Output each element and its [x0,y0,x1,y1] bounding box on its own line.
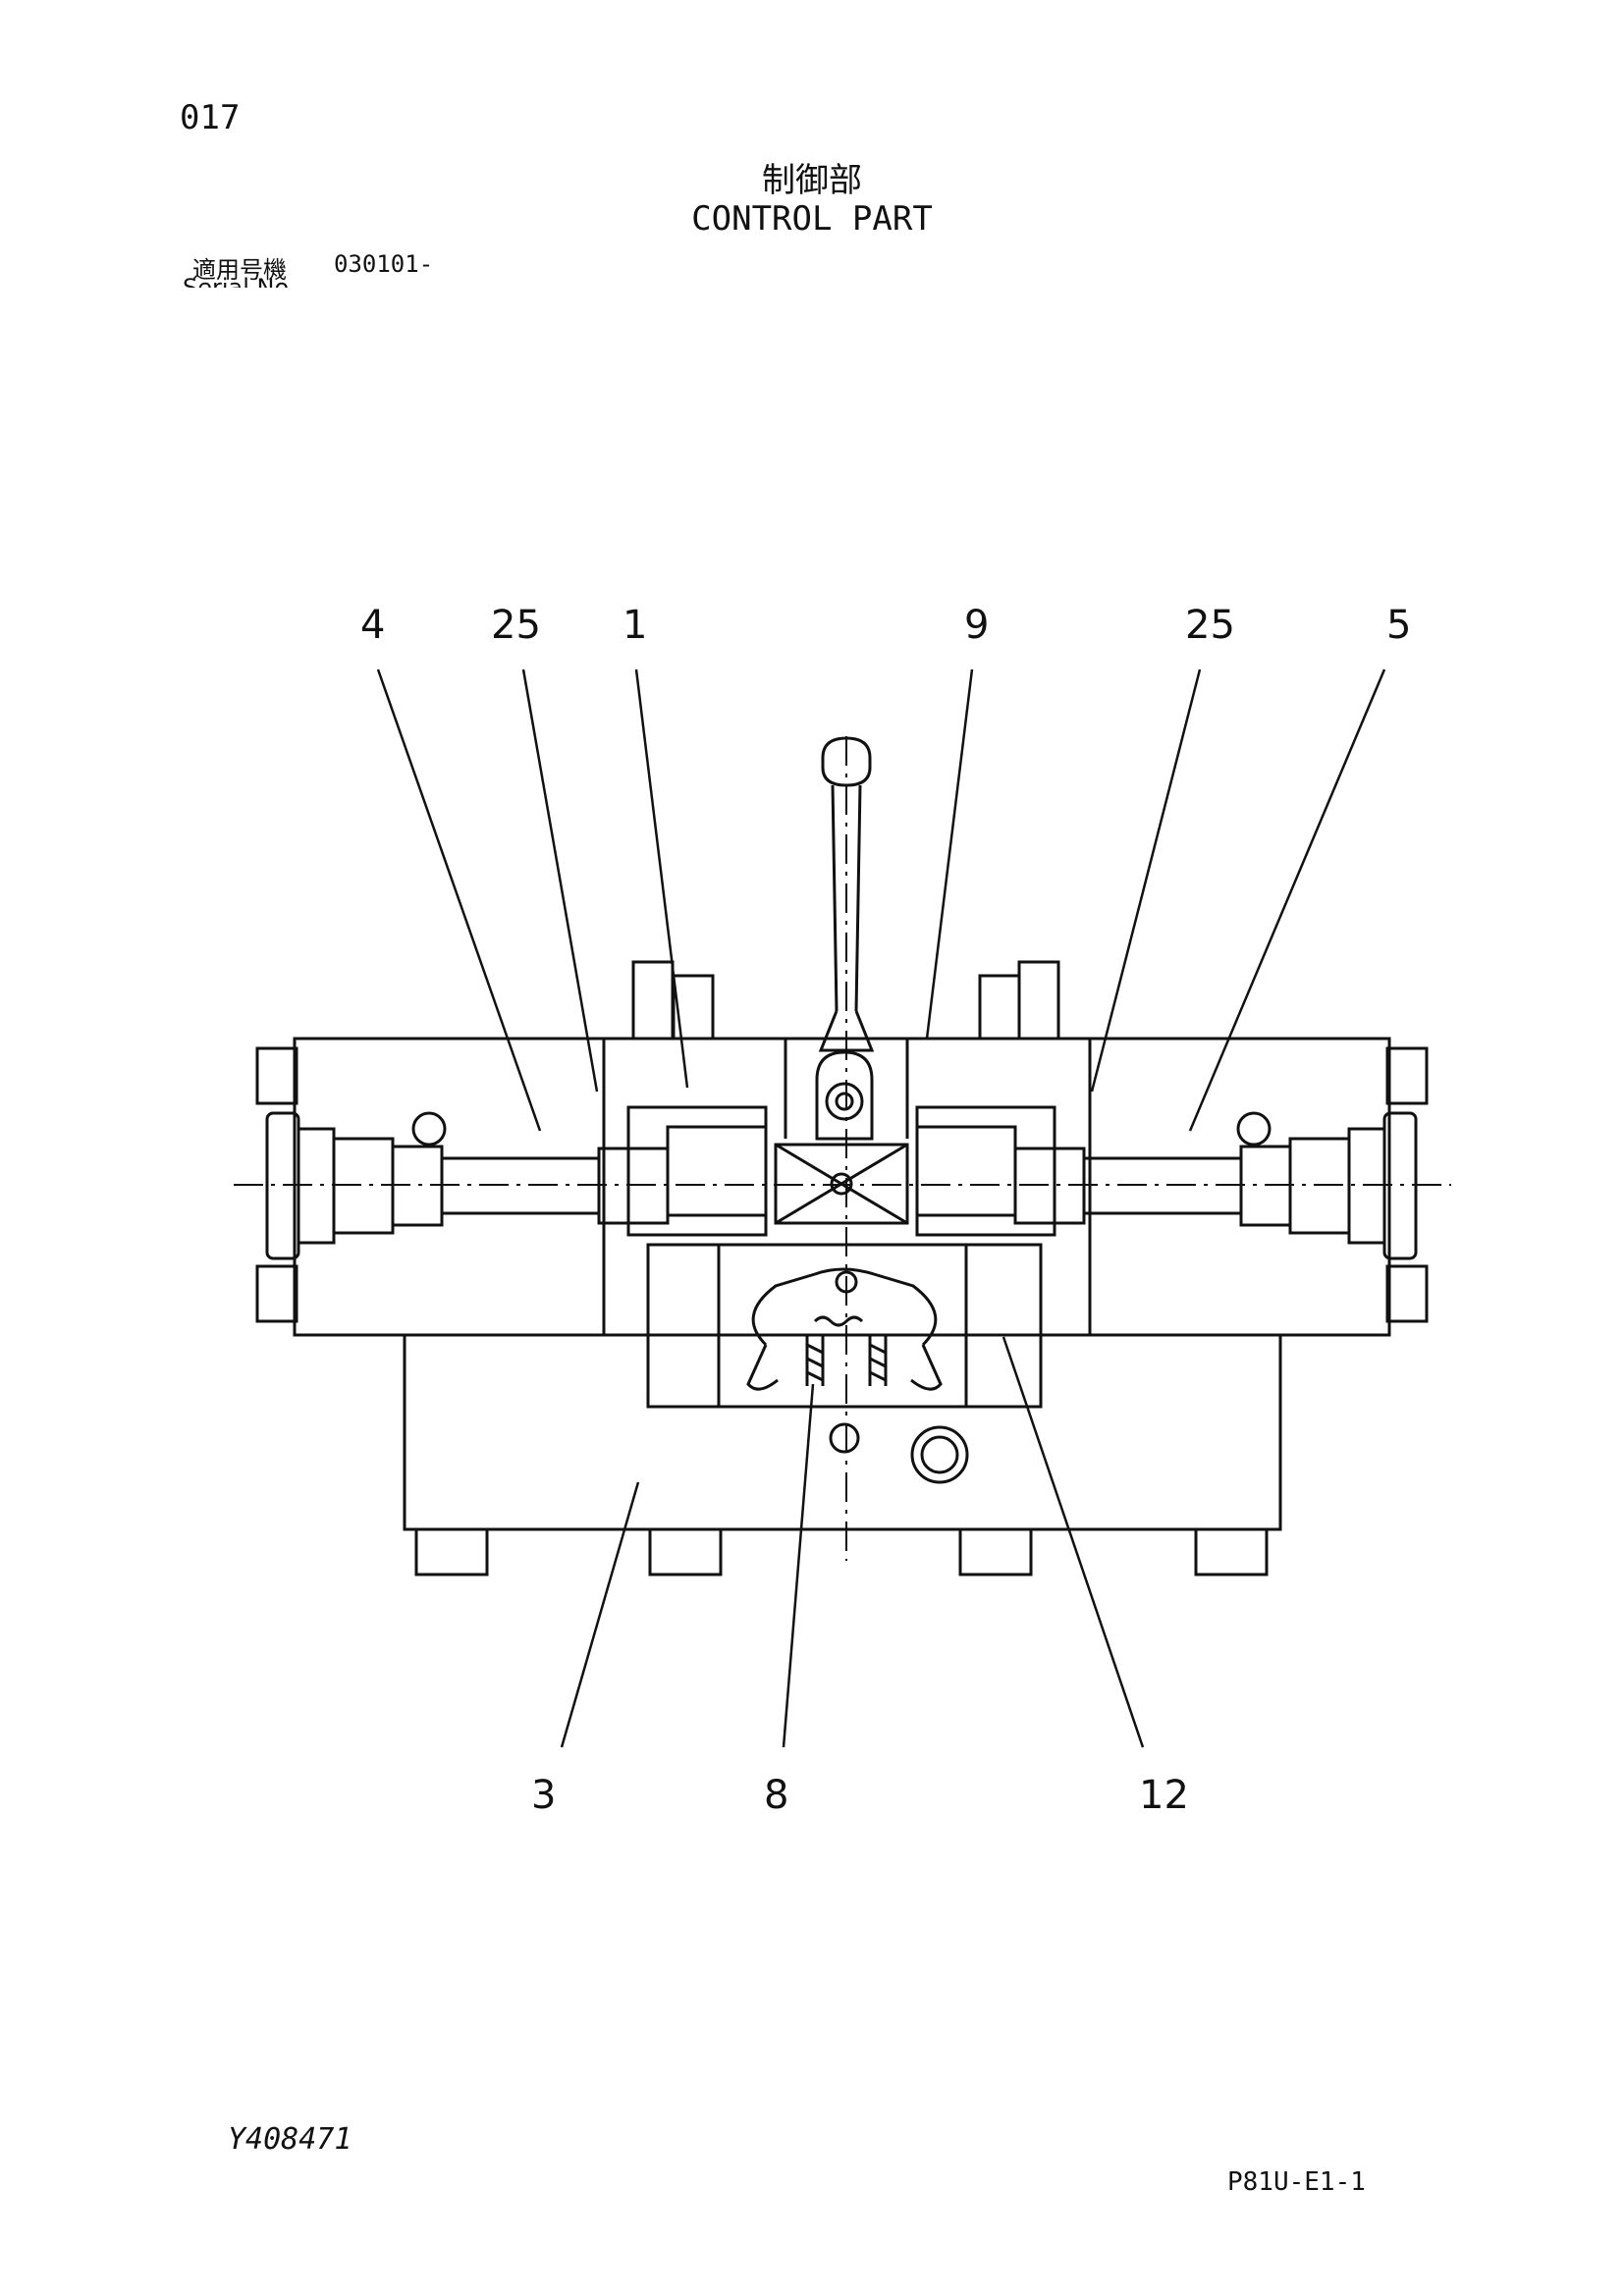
callout-label: 8 [764,1773,788,1818]
callout-label: 12 [1139,1773,1189,1818]
sheet-id: P81U-E1-1 [1227,2167,1366,2197]
spools [440,1105,1243,1237]
callout-label: 3 [531,1773,556,1818]
page-number: 017 [180,98,241,137]
serial-value: 030101- [334,250,434,278]
center-cross [774,1050,909,1225]
serial-label: 適用号機 [192,256,287,284]
callout-label: 25 [491,603,541,648]
callout-label: 1 [623,603,647,648]
end-caps [265,1111,1418,1260]
fork-and-springs [746,1267,943,1391]
callout-label: 9 [964,603,989,648]
callout-label: 25 [1185,603,1235,648]
callout-label: 5 [1386,603,1411,648]
ports [829,1422,969,1484]
side-bolts [255,1046,1429,1323]
leader-lines [376,668,1386,1748]
drawing-id: Y408471 [228,2122,352,2157]
title-japanese: 制御部 [762,161,862,200]
lever-handle [818,736,875,1052]
title-english: CONTROL PART [691,199,933,239]
callout-label: 4 [360,603,385,648]
lower-housing [403,1333,1282,1531]
bottom-bolts [414,1527,1269,1576]
serial-label-english: Serial No. [183,274,297,288]
